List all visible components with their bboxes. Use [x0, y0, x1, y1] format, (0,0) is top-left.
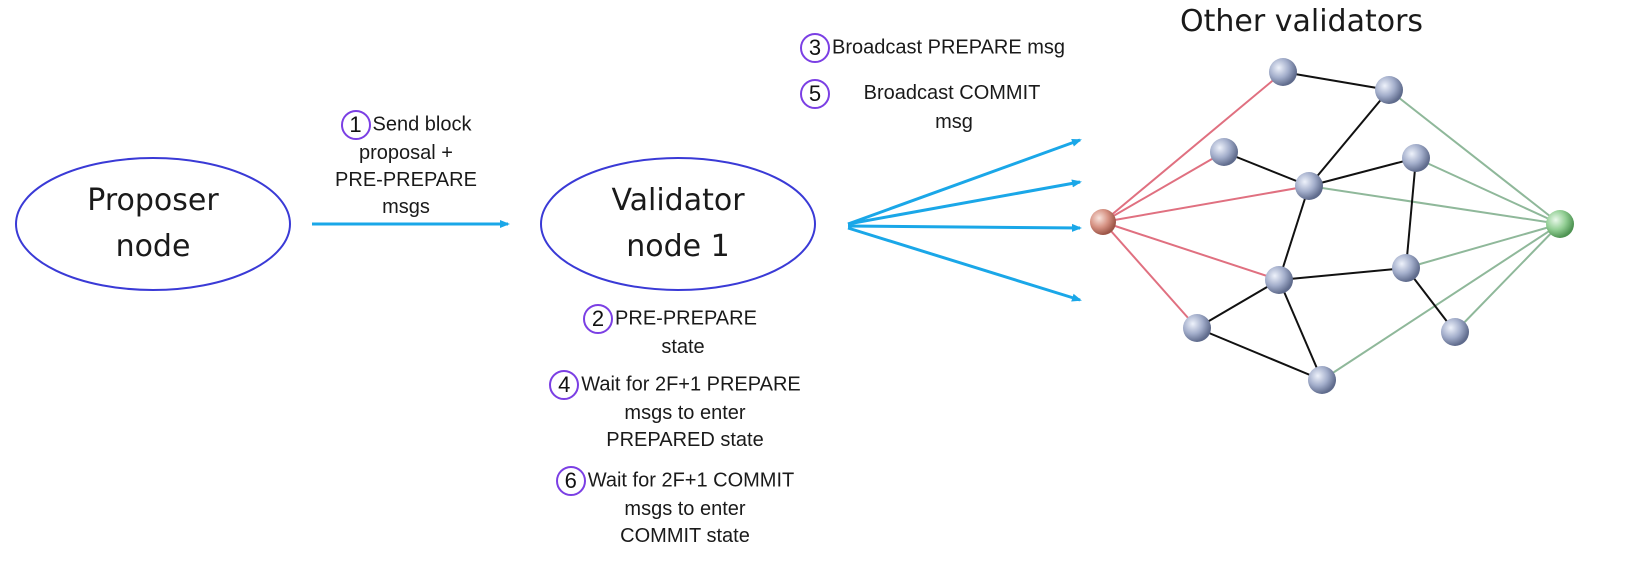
step-5: 5 Broadcast COMMIT msg: [800, 79, 1100, 136]
edge-red: [1102, 151, 1225, 223]
step-1-line2: proposal +: [359, 142, 453, 164]
step-5-badge: 5: [800, 79, 830, 109]
edge-green: [1454, 223, 1561, 333]
step-4-line2: msgs to enter: [624, 402, 746, 424]
step-4-line1: Wait for 2F+1 PREPARE: [581, 373, 801, 396]
validator-node-label: Validator node 1: [558, 178, 798, 270]
edge-green: [1321, 223, 1561, 381]
step-6-badge: 6: [555, 466, 586, 496]
step-3-badge: 3: [800, 33, 830, 63]
step-1-badge: 1: [340, 110, 371, 140]
node-blue: [1375, 76, 1403, 104]
validator-node-ellipse: [540, 157, 816, 291]
edge-green: [1388, 89, 1561, 225]
broadcast-arrow-2: [847, 179, 1082, 226]
edge-red: [1102, 221, 1198, 329]
step-2-line2: state: [661, 336, 705, 358]
node-blue: [1441, 318, 1469, 346]
node-green: [1546, 210, 1574, 238]
node-blue: [1210, 138, 1238, 166]
step-5-line2: msg: [935, 111, 973, 133]
node-blue: [1183, 314, 1211, 342]
edge-green: [1405, 223, 1561, 269]
step-6-line3: COMMIT state: [620, 525, 750, 547]
step-1-line4: msgs: [382, 196, 430, 218]
proposer-node-ellipse: [15, 157, 291, 291]
node-blue: [1402, 144, 1430, 172]
step-2-badge: 2: [583, 304, 614, 334]
edge-black: [1278, 279, 1323, 381]
node-blue: [1265, 266, 1293, 294]
edge-green: [1308, 185, 1561, 225]
edge-black: [1278, 267, 1407, 281]
edge-black: [1308, 89, 1390, 187]
network-nodes: [1090, 58, 1574, 394]
validator-label-line2: node 1: [626, 229, 730, 264]
network-edges: [1102, 71, 1561, 381]
proposer-node-label: Proposer node: [33, 178, 273, 270]
broadcast-arrow-3: [847, 223, 1082, 232]
edge-red: [1102, 185, 1310, 223]
edge-black: [1405, 157, 1417, 269]
node-red: [1090, 209, 1116, 235]
step-3-line1: Broadcast PREPARE msg: [832, 36, 1066, 59]
edge-black: [1196, 279, 1280, 329]
step-1-line3: PRE-PREPARE: [335, 169, 477, 191]
edge-green: [1415, 157, 1561, 225]
broadcast-arrow-4: [847, 226, 1082, 302]
node-blue: [1295, 172, 1323, 200]
edge-red: [1102, 71, 1284, 223]
node-blue: [1392, 254, 1420, 282]
node-blue: [1308, 366, 1336, 394]
step-2-line1: PRE-PREPARE: [615, 307, 757, 330]
step-6-line1: Wait for 2F+1 COMMIT: [587, 469, 795, 492]
validator-label-line1: Validator: [611, 183, 745, 218]
step-4-line3: PREPARED state: [606, 429, 764, 451]
edge-red: [1102, 221, 1280, 281]
network-title: Other validators: [1180, 4, 1424, 39]
step-6-line2: msgs to enter: [624, 498, 746, 520]
edge-black: [1308, 157, 1417, 187]
step-1-line1: Send block: [372, 113, 472, 136]
step-5-line1: Broadcast COMMIT: [863, 82, 1041, 105]
broadcast-arrow-1: [847, 138, 1082, 226]
proposer-label-line1: Proposer: [87, 183, 219, 218]
edge-black: [1282, 71, 1390, 91]
edge-black: [1196, 327, 1323, 381]
edge-black: [1278, 185, 1310, 281]
proposer-label-line2: node: [115, 229, 191, 264]
node-blue: [1269, 58, 1297, 86]
step-4-badge: 4: [549, 370, 580, 400]
edge-black: [1223, 151, 1310, 187]
